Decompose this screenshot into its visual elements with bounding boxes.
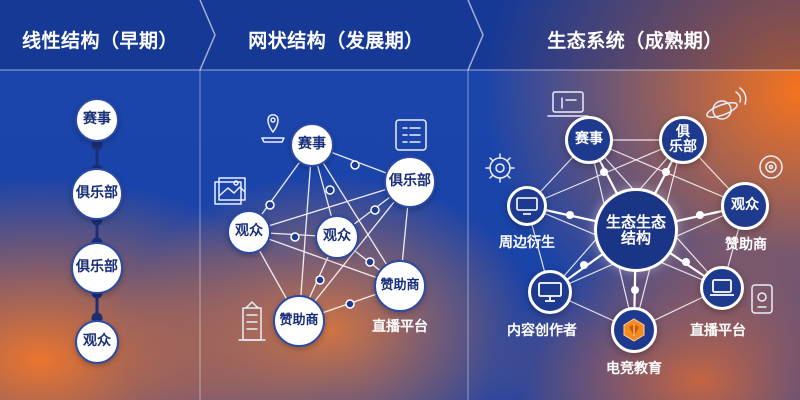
list-document-icon bbox=[395, 119, 427, 151]
node-content-creator bbox=[528, 270, 572, 314]
node-club: 俱乐部 bbox=[71, 242, 123, 294]
node-audience: 观众 bbox=[75, 320, 119, 364]
stage-title-linear: 线性结构（早期） bbox=[21, 30, 178, 52]
gear-icon bbox=[485, 153, 515, 183]
location-pin-icon bbox=[261, 114, 285, 143]
club-label-line1: 俱 bbox=[676, 123, 690, 140]
node-event: 赛事 bbox=[290, 123, 334, 167]
node-club: 俱乐部 bbox=[384, 156, 436, 208]
node-sponsor: 赞助商 bbox=[374, 260, 426, 312]
chevron-right-icon bbox=[199, 0, 216, 71]
node-audience: 观众 bbox=[227, 210, 271, 254]
label-esports-education: 电竞教育 bbox=[606, 361, 662, 377]
stage-title-ecosystem: 生态系统（成熟期） bbox=[547, 30, 723, 52]
node-streaming-platform bbox=[700, 266, 744, 310]
monitor-icon bbox=[516, 197, 538, 215]
label-streaming-platform: 直播平台 bbox=[690, 323, 746, 339]
network-junctions bbox=[265, 160, 380, 309]
planet-icon bbox=[706, 87, 747, 120]
linear-chain bbox=[91, 120, 103, 345]
building-icon bbox=[238, 301, 266, 341]
label-merchandise: 周边衍生 bbox=[499, 235, 555, 251]
tablet-icon bbox=[751, 284, 773, 314]
ecosystem-spoke-dots bbox=[566, 168, 704, 294]
laptop-icon bbox=[547, 91, 589, 117]
node-audience: 观众 bbox=[721, 182, 769, 230]
label-content-creator: 内容创作者 bbox=[507, 323, 577, 339]
esports-logo-icon bbox=[623, 318, 645, 342]
laptop-icon bbox=[710, 279, 734, 296]
label-streaming-platform: 直播平台 bbox=[372, 319, 428, 335]
core-label-line1: 生态生态 bbox=[605, 212, 666, 231]
chevron-right-icon bbox=[467, 0, 484, 71]
node-event: 赛事 bbox=[565, 116, 613, 164]
club-label-line2: 乐部 bbox=[669, 139, 697, 155]
header-band bbox=[0, 0, 800, 70]
image-stack-icon bbox=[214, 177, 246, 205]
core-label-line2: 结构 bbox=[620, 229, 651, 247]
monitor-icon bbox=[538, 282, 562, 302]
node-ecosystem-core: 生态生态 结构 bbox=[594, 188, 678, 272]
stage-title-network: 网状结构（发展期） bbox=[248, 30, 424, 52]
node-sponsor: 赞助商 bbox=[273, 295, 325, 347]
node-audience: 观众 bbox=[315, 215, 359, 259]
node-club: 俱 乐部 bbox=[659, 116, 707, 164]
chain-dot bbox=[91, 139, 103, 151]
node-event: 赛事 bbox=[75, 98, 119, 142]
node-club: 俱乐部 bbox=[71, 168, 123, 220]
label-sponsor: 赞助商 bbox=[725, 237, 767, 253]
node-esports-education bbox=[611, 307, 657, 353]
target-icon bbox=[759, 155, 783, 179]
node-merch bbox=[507, 186, 547, 226]
